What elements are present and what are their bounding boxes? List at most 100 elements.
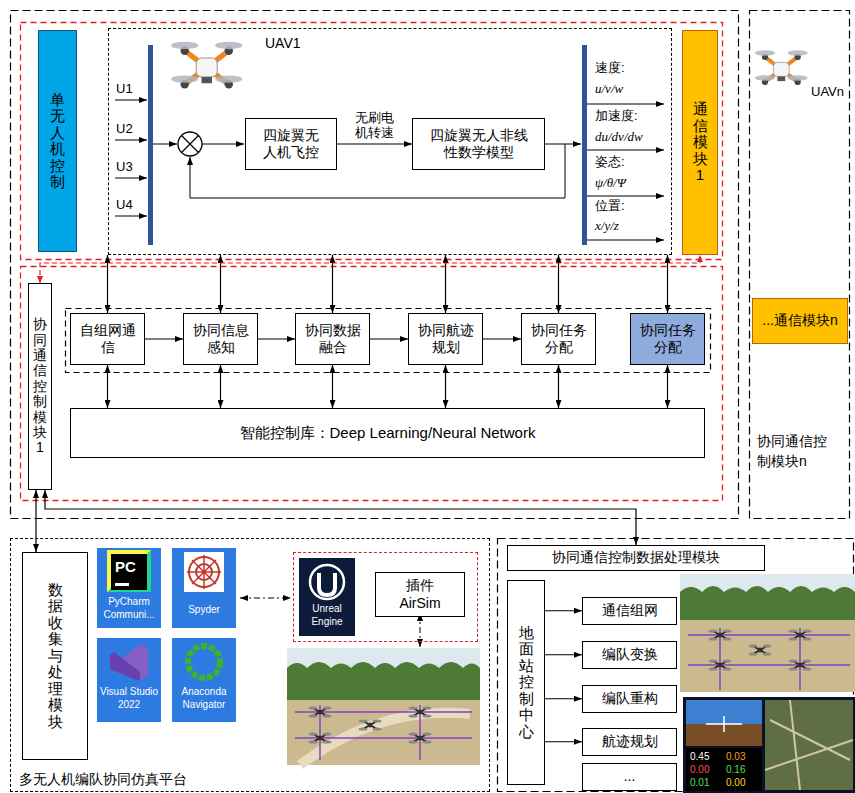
connector-arrow — [667, 255, 668, 313]
region-frame — [66, 309, 711, 373]
signal-label: 0.45 — [690, 751, 709, 764]
simulation-screenshot — [300, 713, 470, 765]
process-box: 四旋翼无人机飞控 — [245, 118, 337, 170]
label-holder: 速度: — [595, 60, 625, 76]
node-text: 编队重构 — [602, 690, 658, 708]
node-text: UAV1 — [265, 35, 301, 53]
signal-label: 0.03 — [726, 751, 745, 764]
signal-label: ψ/θ/Ψ — [595, 175, 626, 191]
node-text: 协同数据融合 — [304, 322, 362, 357]
connector-arrow — [558, 255, 559, 313]
simulation-screenshot — [287, 574, 855, 793]
control-loop — [587, 196, 664, 197]
heading-box: 协同通信控制数据处理模块 — [507, 545, 765, 571]
connector-arrow — [220, 255, 221, 313]
simulation-screenshot — [749, 644, 772, 655]
signal-label: Visual Studio 2022 — [97, 686, 161, 711]
control-loop — [545, 144, 581, 145]
drone-illustration — [171, 42, 242, 89]
node-text: 多无人机编队协同仿真平台 — [19, 771, 187, 789]
signal-label: 位置: — [595, 198, 625, 214]
label-holder: 0.01 — [690, 777, 709, 790]
simulation-screenshot — [287, 700, 480, 765]
control-loop — [587, 150, 664, 151]
unreal-icon — [299, 558, 355, 636]
region-frame — [11, 11, 739, 519]
label-holder: 0.03 — [726, 751, 745, 764]
node-text: 航迹规划 — [602, 733, 658, 751]
node-text: 四旋翼无人机飞控 — [262, 127, 320, 162]
connector-arrow — [545, 610, 582, 611]
simulation-screenshot — [789, 659, 812, 670]
connector-arrow — [445, 255, 446, 313]
simulation-screenshot — [309, 706, 332, 717]
label-holder: U1 — [116, 81, 133, 97]
connector-arrow — [667, 365, 668, 408]
node-text: ... — [624, 768, 636, 786]
control-loop — [115, 140, 147, 141]
node-text: 协同通信控制模块1 — [33, 317, 47, 456]
control-bar: 单无人机控制 — [38, 30, 77, 252]
simulation-screenshot — [688, 628, 850, 690]
signal-label: 0.01 — [690, 777, 709, 790]
connector-arrow — [220, 365, 221, 408]
software-icon — [188, 646, 220, 678]
control-loop — [182, 136, 199, 153]
control-loop — [178, 132, 202, 156]
simulation-screenshot — [680, 586, 855, 620]
signal-label: U4 — [116, 197, 133, 213]
region-frame — [21, 267, 723, 501]
node-text: 通信模块1 — [693, 101, 708, 184]
process-box: 四旋翼无人非线性数学模型 — [412, 118, 545, 170]
signal-label: 协同通信控制模块n — [757, 432, 835, 471]
label-holder: 无刷电机转速 — [353, 110, 397, 142]
signal-label: du/dv/dw — [595, 129, 643, 145]
label-holder: 姿态: — [595, 154, 625, 170]
region-frame — [750, 11, 850, 519]
node-text: 协同任务分配 — [639, 322, 697, 357]
signal-label: U2 — [116, 121, 133, 137]
node-text: Unreal Engine — [299, 603, 355, 628]
signal-label: PyCharm Communi... — [97, 596, 161, 621]
control-loop — [115, 216, 147, 217]
label-holder: 0.45 — [690, 751, 709, 764]
function-box: 编队变换 — [582, 641, 677, 669]
control-module: 协同通信控制模块1 — [28, 283, 52, 490]
control-loop — [202, 144, 244, 145]
software-icon — [184, 552, 224, 592]
label-holder: 0.00 — [690, 764, 709, 777]
label-holder: 0.00 — [726, 777, 745, 790]
control-loop — [582, 45, 587, 245]
connector-arrow — [145, 338, 183, 339]
software-icon — [97, 548, 291, 722]
control-loop — [587, 240, 664, 241]
node-text: 协同任务分配 — [530, 322, 588, 357]
node-text: 编队变换 — [602, 646, 658, 664]
node-text: 协同通信控制数据处理模块 — [552, 549, 720, 567]
signal-label: Spyder — [172, 604, 236, 617]
node-text: 四旋翼无人非线性数学模型 — [429, 127, 529, 162]
software-icon — [97, 638, 161, 722]
connector-arrow — [483, 338, 521, 339]
connector-arrow — [258, 338, 295, 339]
connector-arrow — [107, 365, 108, 408]
plugin-box: 插件 AirSim — [375, 572, 465, 617]
process-box: 协同任务分配 — [630, 313, 705, 365]
simulation-screenshot — [295, 705, 472, 760]
software-icon — [107, 550, 151, 592]
simulation-screenshot — [709, 659, 732, 670]
software-icon — [240, 598, 291, 599]
node-text: 数据收集与处理模块 — [48, 582, 63, 731]
simulation-screenshot — [706, 716, 742, 732]
signal-label: 0.00 — [690, 764, 709, 777]
connector-arrow — [370, 338, 408, 339]
label-holder: 位置: — [595, 198, 625, 214]
connector-arrow — [545, 741, 582, 742]
connector-arrow — [107, 255, 108, 313]
label-holder: 0.16 — [726, 764, 745, 777]
node-text: 地面站控制中心 — [519, 625, 534, 741]
software-icon — [111, 554, 147, 590]
simulation-screenshot — [680, 620, 855, 692]
simulation-screenshot — [309, 732, 332, 743]
